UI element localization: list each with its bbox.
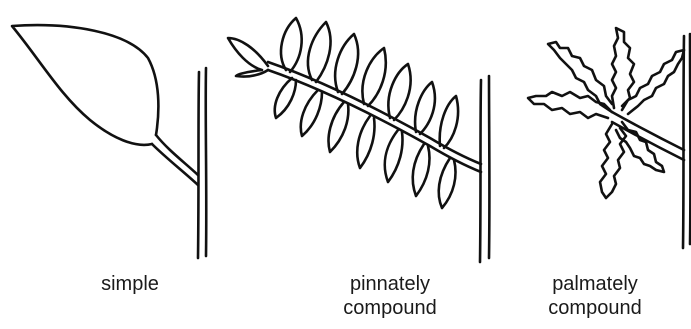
palmate-leaflet <box>600 124 626 198</box>
pinnate-leaflet <box>440 96 458 148</box>
palmate-leaflet <box>612 28 634 108</box>
simple-leaf <box>12 25 206 258</box>
pinnate-leaf-stem <box>480 76 489 262</box>
pinnate-leaflet <box>413 144 430 196</box>
pinnate-leaflet <box>439 158 456 208</box>
caption-simple: simple <box>50 272 210 296</box>
pinnate-leaflet <box>329 102 349 152</box>
caption-pinnately-compound: pinnately compound <box>290 272 490 320</box>
pinnate-leaflet <box>385 130 403 182</box>
pinnate-leaf <box>228 18 489 262</box>
simple-leaf-blade <box>12 25 158 145</box>
palmate-leaflet <box>548 42 612 112</box>
palmate-leaflet <box>528 92 610 118</box>
pinnate-leaflet <box>357 116 374 168</box>
pinnate-leaflet <box>281 18 302 72</box>
palmate-leaf <box>528 28 690 248</box>
palmate-leaf-stem <box>683 34 690 248</box>
simple-leaf-petiole <box>152 135 198 185</box>
pinnate-leaflet <box>275 78 296 118</box>
pinnate-leaflet <box>415 82 435 134</box>
pinnate-leaflet <box>308 22 331 82</box>
pinnate-leaflet <box>335 34 358 94</box>
caption-palmately-compound: palmately compound <box>510 272 680 320</box>
pinnate-leaflet <box>362 48 385 106</box>
simple-leaf-stem <box>198 68 206 258</box>
pinnate-leaflet <box>388 64 410 120</box>
pinnate-leaflet <box>301 90 322 136</box>
pinnate-terminal-leaflet <box>228 38 268 77</box>
